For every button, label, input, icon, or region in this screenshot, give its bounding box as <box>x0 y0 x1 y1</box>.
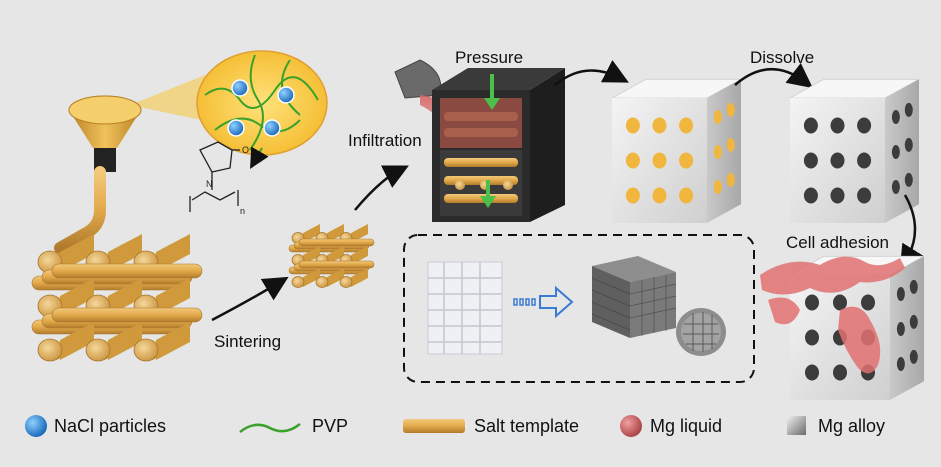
chem-subscript-n: n <box>240 206 245 216</box>
composite-cube <box>611 78 742 223</box>
mg-scaffold-photo <box>591 256 677 338</box>
gold-bar-icon <box>403 419 465 433</box>
step-cell-adhesion: Cell adhesion <box>786 233 889 252</box>
chem-nitrogen: N <box>206 179 213 189</box>
legend-label-pvp: PVP <box>312 416 348 436</box>
pvp-structure <box>189 141 240 212</box>
legend: NaCl particles PVP Salt template Mg liqu… <box>25 415 885 437</box>
legend-label-mg-alloy: Mg alloy <box>818 416 885 436</box>
grey-cube-icon <box>787 416 806 435</box>
step-dissolve: Dissolve <box>750 48 814 67</box>
legend-label-mg-liquid: Mg liquid <box>650 416 722 436</box>
arrow-to-composite <box>554 60 629 86</box>
legend-label-salt: Salt template <box>474 416 579 436</box>
salt-template-large <box>31 234 203 362</box>
transform-arrow-icon <box>513 285 574 319</box>
infiltration-mold <box>394 59 565 222</box>
blue-sphere-icon <box>25 415 47 437</box>
red-sphere-icon <box>620 415 642 437</box>
step-infiltration: Infiltration <box>348 131 422 150</box>
dissolve-arrow <box>734 62 813 89</box>
sample-photos-inset <box>403 234 755 383</box>
green-wave-icon <box>239 423 301 433</box>
legend-label-nacl: NaCl particles <box>54 416 166 436</box>
printed-template-photo <box>427 261 503 355</box>
degraded-scaffold-photo <box>676 308 726 356</box>
step-sintering: Sintering <box>214 332 281 351</box>
sintering-arrow <box>211 276 289 322</box>
step-pressure: Pressure <box>455 48 523 67</box>
zoom-bubble <box>196 50 328 169</box>
chem-oxygen: O <box>242 145 249 155</box>
infiltration-arrow <box>354 165 409 211</box>
cell-adhesion-cube <box>760 255 925 400</box>
porous-cube <box>789 78 920 223</box>
salt-template-small <box>288 224 375 288</box>
